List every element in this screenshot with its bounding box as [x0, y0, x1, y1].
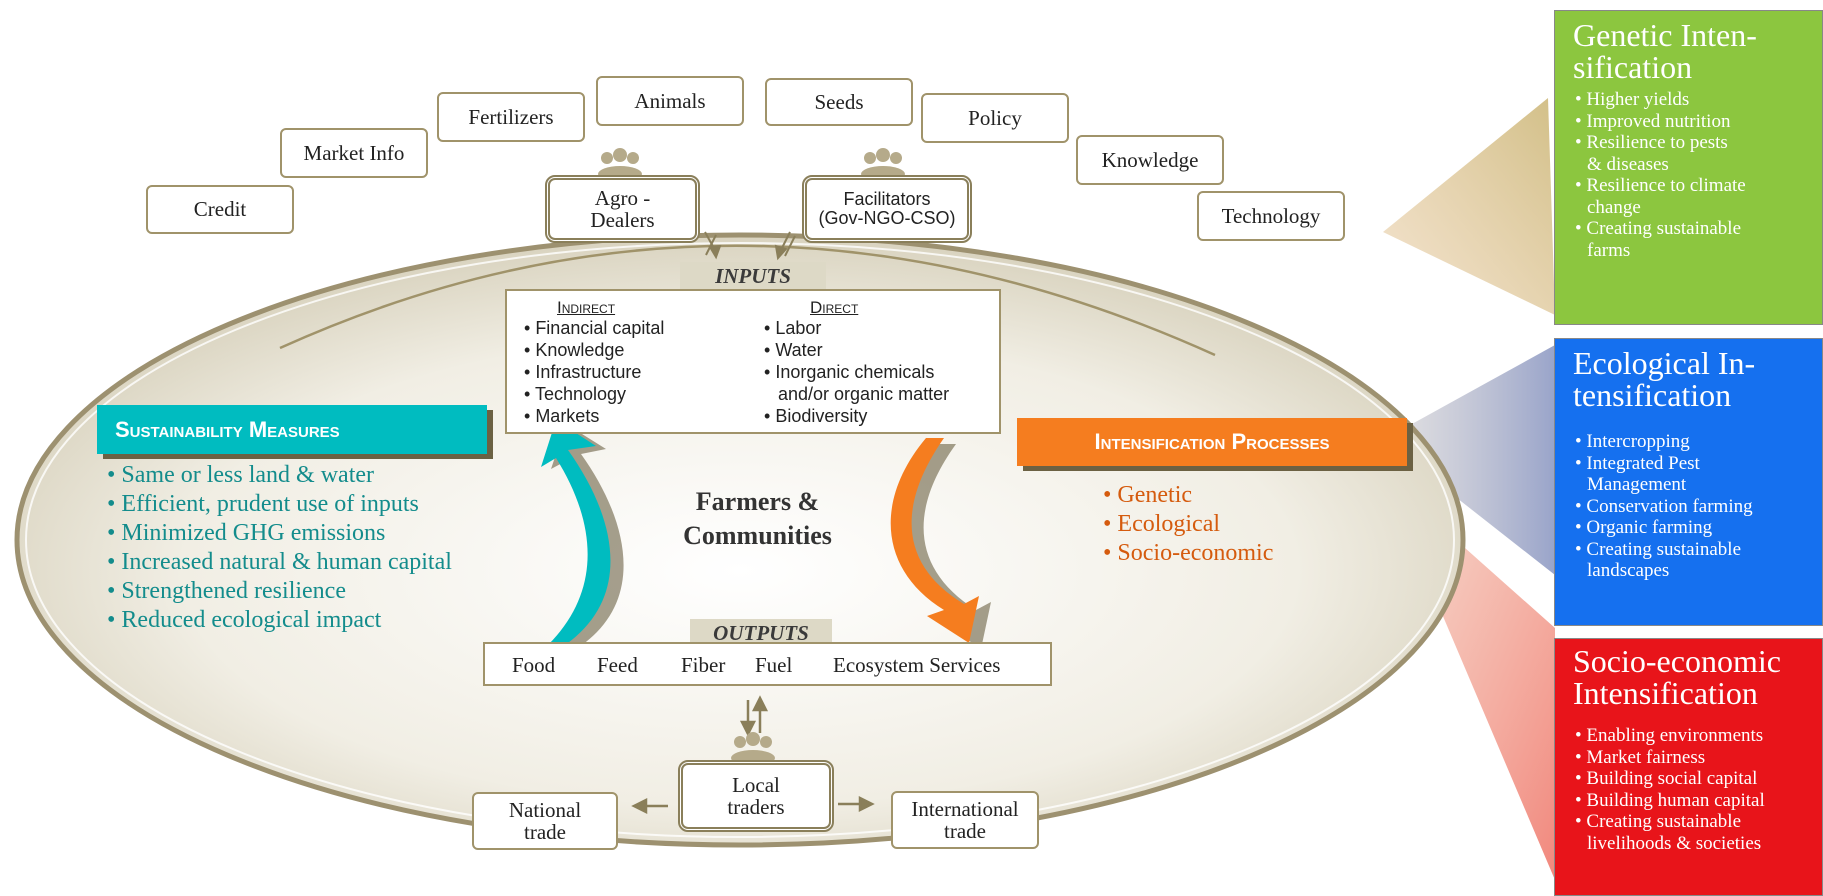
genetic-list: • Higher yields • Improved nutrition • R… — [1573, 89, 1822, 261]
output-feed: Feed — [597, 653, 638, 677]
list-item: • Market fairness — [1575, 746, 1706, 768]
list-item: • Creating sustainable livelihoods & soc… — [1575, 811, 1762, 854]
input-animals: Animals — [596, 76, 744, 126]
list-item: • Creating sustainable farms — [1575, 218, 1742, 261]
facilitators-label: Facilitators (Gov-NGO-CSO) — [818, 189, 956, 228]
list-item: • Labor — [764, 318, 822, 338]
list-item: • Conservation farming — [1575, 495, 1753, 517]
list-item: • Resilience to climate change — [1575, 175, 1746, 218]
output-fiber: Fiber — [681, 653, 726, 677]
output-ecosystem-services: Ecosystem Services — [833, 653, 1001, 677]
inputs-direct-list: • Labor • Water • Inorganic chemicals an… — [764, 317, 949, 427]
teal-arrow — [541, 420, 611, 645]
international-trade-label: International trade — [911, 796, 1019, 843]
panel-title: Socio-economic Intensification — [1573, 643, 1781, 711]
center-label: Farmers & Communities — [683, 487, 832, 550]
list-item: • Creating sustainable landscapes — [1575, 538, 1742, 582]
list-item: • Higher yields — [1575, 89, 1690, 110]
inputs-indirect-list: • Financial capital • Knowledge • Infras… — [524, 317, 664, 427]
list-item: • Ecological — [1103, 511, 1221, 537]
dealer-arrows — [704, 231, 796, 261]
list-item: • Reduced ecological impact — [107, 607, 382, 633]
list-item: • Same or less land & water — [107, 462, 375, 488]
input-technology: Technology — [1197, 191, 1345, 241]
local-traders-label: Local traders — [727, 772, 785, 819]
input-credit: Credit — [146, 185, 294, 234]
inputs-indirect-heading: Indirect — [557, 298, 616, 317]
sustainability-banner: Sustainability Measures — [97, 405, 487, 454]
panel-title: Ecological In- tensification — [1573, 345, 1756, 413]
input-knowledge: Knowledge — [1076, 135, 1224, 185]
intensification-list: • Genetic • Ecological • Socio-economic — [1103, 481, 1273, 568]
ecological-wedge — [1383, 345, 1555, 575]
farm-ellipse — [14, 232, 1466, 848]
list-item: • Water — [764, 340, 823, 360]
socioeconomic-intensification-panel: Socio-economic Intensification • Enablin… — [1554, 638, 1823, 896]
inputs-box: Indirect • Financial capital • Knowledge… — [505, 289, 1001, 434]
intensification-banner: Intensification Processes — [1017, 418, 1407, 466]
list-item: • Genetic — [1103, 482, 1193, 508]
inputs-title: INPUTS — [680, 262, 826, 290]
list-item: • Improved nutrition — [1575, 110, 1731, 132]
input-seeds: Seeds — [765, 78, 913, 126]
list-item: • Infrastructure — [524, 362, 642, 382]
orange-arrow — [890, 438, 979, 643]
list-item: • Integrated Pest Management — [1575, 452, 1700, 496]
list-item: • Intercropping — [1575, 431, 1690, 452]
list-item: • Building human capital — [1575, 789, 1765, 811]
list-item: • Enabling environments — [1575, 725, 1764, 746]
list-item: • Technology — [524, 384, 627, 404]
local-traders-box: Local traders — [678, 760, 834, 832]
list-item: • Organic farming — [1575, 517, 1713, 538]
inner-arc — [279, 244, 1216, 357]
genetic-intensification-panel: Genetic Inten- sification • Higher yield… — [1554, 10, 1823, 325]
output-fuel: Fuel — [755, 653, 793, 677]
agro-dealers-label: Agro - Dealers — [590, 185, 655, 232]
list-item: • Knowledge — [524, 340, 625, 360]
list-item: • Financial capital — [524, 318, 665, 338]
intensification-title: Intensification Processes — [1094, 429, 1330, 454]
genetic-wedge — [1383, 98, 1555, 315]
trade-arrows — [631, 695, 875, 815]
output-food: Food — [512, 653, 556, 677]
input-market-info: Market Info — [280, 128, 428, 178]
list-item: • Inorganic chemicals and/or organic mat… — [764, 362, 950, 404]
national-trade-box: National trade — [472, 792, 618, 850]
list-item: • Increased natural & human capital — [107, 549, 452, 575]
outputs-box: Food Feed Fiber Fuel Ecosystem Services — [483, 642, 1052, 686]
list-item: • Markets — [524, 406, 600, 426]
list-item: • Strengthened resilience — [107, 578, 346, 604]
list-item: • Building social capital — [1575, 768, 1758, 789]
ecological-intensification-panel: Ecological In- tensification • Intercrop… — [1554, 338, 1823, 626]
ecological-list: • Intercropping • Integrated Pest Manage… — [1573, 431, 1822, 582]
list-item: • Socio-economic — [1103, 540, 1274, 566]
agro-dealers-box: Agro - Dealers — [545, 175, 700, 243]
list-item: • Biodiversity — [764, 406, 868, 426]
international-trade-box: International trade — [891, 791, 1039, 849]
sustainability-list: • Same or less land & water • Efficient,… — [107, 461, 452, 635]
panel-title: Genetic Inten- sification — [1573, 17, 1757, 85]
sustainability-title: Sustainability Measures — [115, 416, 340, 442]
national-trade-label: National trade — [508, 797, 582, 844]
list-item: • Minimized GHG emissions — [107, 520, 386, 546]
input-policy: Policy — [921, 93, 1069, 143]
facilitators-box: Facilitators (Gov-NGO-CSO) — [802, 175, 972, 243]
socioeconomic-list: • Enabling environments • Market fairnes… — [1573, 725, 1822, 854]
list-item: • Efficient, prudent use of inputs — [107, 491, 419, 517]
input-fertilizers: Fertilizers — [437, 92, 585, 142]
list-item: • Resilience to pests & diseases — [1575, 132, 1728, 175]
inputs-direct-heading: Direct — [810, 298, 859, 317]
